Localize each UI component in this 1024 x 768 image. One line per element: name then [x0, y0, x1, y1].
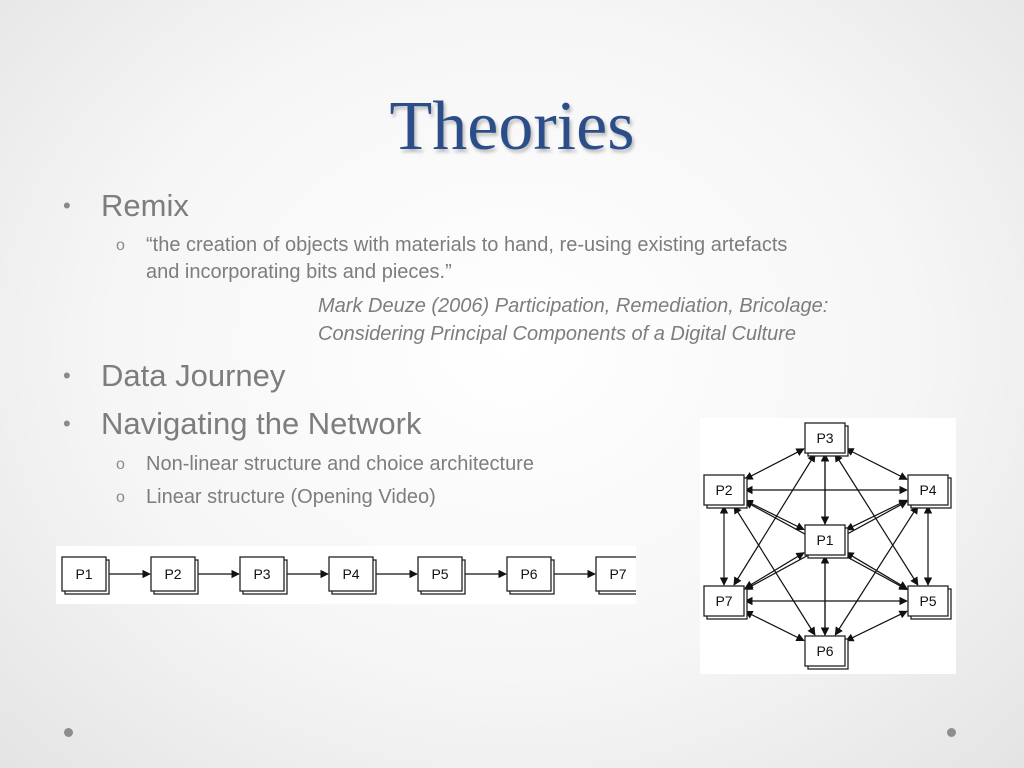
network-sub-linear: o Linear structure (Opening Video) — [116, 484, 436, 511]
network-edge — [834, 453, 919, 586]
citation-line-2: Considering Principal Components of a Di… — [318, 323, 797, 345]
linear-node-p1-label: P1 — [75, 566, 92, 582]
sub-bullet-icon: o — [116, 237, 125, 254]
network-edge — [733, 453, 816, 586]
linear-node-p5: P5 — [417, 556, 466, 595]
bullet-data-journey-label: Data Journey — [101, 358, 286, 393]
linear-node-p1: P1 — [61, 556, 110, 595]
network-edge — [845, 499, 908, 531]
bullet-navigating-network-label: Navigating the Network — [101, 406, 422, 441]
bullet-data-journey: • Data Journey — [63, 358, 286, 394]
bullet-remix: • Remix — [63, 188, 189, 224]
linear-node-p2: P2 — [150, 556, 199, 595]
network-sub-linear-label: Linear structure (Opening Video) — [146, 486, 436, 508]
network-sub-nonlinear-label: Non-linear structure and choice architec… — [146, 453, 534, 475]
corner-dot-right — [947, 728, 956, 737]
network-node-p6-label: P6 — [816, 643, 833, 659]
bullet-dot-icon: • — [63, 193, 71, 218]
network-node-p7: P7 — [703, 585, 748, 620]
network-edge — [834, 505, 919, 636]
network-node-p6: P6 — [804, 635, 849, 670]
network-node-p4: P4 — [907, 474, 952, 509]
linear-node-p6: P6 — [506, 556, 555, 595]
network-node-p4-label: P4 — [919, 482, 936, 498]
linear-node-p7-label: P7 — [609, 566, 626, 582]
network-node-p1: P1 — [804, 524, 849, 559]
network-edge — [744, 448, 805, 480]
linear-node-p2-label: P2 — [164, 566, 181, 582]
linear-structure-svg: P1 P2 P3 P4 P5 P6 P7 — [61, 556, 644, 595]
network-sub-nonlinear: o Non-linear structure and choice archit… — [116, 451, 534, 478]
bullet-dot-icon: • — [63, 411, 71, 436]
network-node-p2-label: P2 — [715, 482, 732, 498]
sub-bullet-icon: o — [116, 489, 125, 506]
linear-node-p5-label: P5 — [431, 566, 448, 582]
remix-citation: Mark Deuze (2006) Participation, Remedia… — [318, 292, 978, 348]
sub-bullet-icon: o — [116, 456, 125, 473]
linear-node-p7: P7 — [595, 556, 644, 595]
linear-node-p4-label: P4 — [342, 566, 359, 582]
network-edge — [845, 448, 908, 480]
network-node-p1-label: P1 — [816, 532, 833, 548]
corner-dot-left — [64, 728, 73, 737]
slide-title: Theories — [389, 88, 635, 165]
remix-quote-line-1: “the creation of objects with materials … — [146, 234, 788, 256]
bullet-remix-label: Remix — [101, 188, 189, 223]
linear-node-p4: P4 — [328, 556, 377, 595]
linear-node-p6-label: P6 — [520, 566, 537, 582]
bullet-navigating-network: • Navigating the Network — [63, 406, 422, 442]
remix-quote: o “the creation of objects with material… — [116, 232, 986, 286]
linear-node-p3-label: P3 — [253, 566, 270, 582]
bullet-dot-icon: • — [63, 363, 71, 388]
network-node-p2: P2 — [703, 474, 748, 509]
network-node-p5-label: P5 — [919, 593, 936, 609]
network-edge — [744, 610, 805, 642]
network-node-p5: P5 — [907, 585, 952, 620]
network-node-p7-label: P7 — [715, 593, 732, 609]
network-node-p3-label: P3 — [816, 430, 833, 446]
remix-quote-line-2: and incorporating bits and pieces.” — [146, 261, 452, 283]
linear-node-p3: P3 — [239, 556, 288, 595]
network-node-p3: P3 — [804, 422, 849, 457]
network-edge — [845, 610, 908, 642]
linear-structure-diagram: P1 P2 P3 P4 P5 P6 P7 — [56, 546, 644, 604]
network-edge — [744, 499, 805, 531]
citation-line-1: Mark Deuze (2006) Participation, Remedia… — [318, 295, 829, 317]
